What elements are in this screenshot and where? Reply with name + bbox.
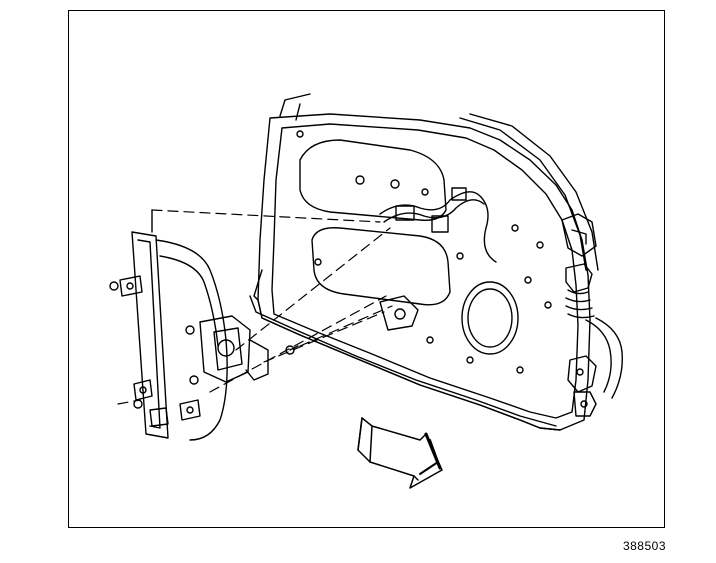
alignment-leader-lines [117, 209, 393, 405]
window-regulator-assembly [109, 231, 299, 441]
figure-number: 388503 [622, 539, 666, 553]
door-hinge-and-wiring-boot [561, 213, 623, 417]
door-inner-panel [249, 93, 599, 431]
diagram-frame [68, 10, 665, 528]
front-of-vehicle-arrow [357, 417, 443, 489]
